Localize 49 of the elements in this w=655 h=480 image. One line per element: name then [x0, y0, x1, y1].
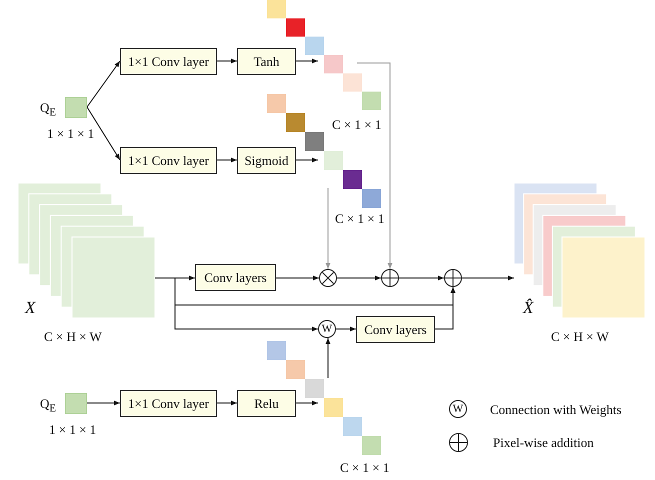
- arrow: [356, 62, 392, 270]
- arrow: [326, 338, 330, 378]
- process-box: 1×1 Conv layer: [120, 48, 217, 75]
- arrow: [86, 106, 120, 160]
- arrow: [296, 58, 318, 64]
- legend-text: Connection with Weights: [490, 402, 622, 418]
- embedding-square: [65, 97, 87, 118]
- addition-operator: [381, 269, 399, 287]
- process-box: Tanh: [237, 48, 296, 75]
- multiply-operator: [319, 269, 337, 287]
- arrow: [336, 276, 382, 280]
- feature-map-stack: [18, 183, 155, 318]
- variable-label: X: [25, 298, 36, 318]
- arrow: [154, 278, 318, 332]
- arrow: [336, 326, 356, 332]
- arrow: [276, 276, 320, 280]
- dimension-label: C × 1 × 1: [340, 460, 390, 476]
- arrow: [326, 188, 330, 270]
- arrow: [216, 58, 238, 64]
- weight-symbol: W: [449, 400, 467, 418]
- process-box: Relu: [237, 390, 296, 417]
- dimension-label: C × H × W: [551, 329, 609, 345]
- arrow: [216, 400, 238, 406]
- process-box: Conv layers: [356, 316, 435, 343]
- variable-label: Q$_{E}$: [40, 396, 56, 415]
- arrow: [398, 276, 444, 280]
- arrow: [296, 158, 318, 162]
- arrow: [86, 60, 120, 108]
- embedding-square: [65, 393, 87, 414]
- dimension-label: C × 1 × 1: [335, 211, 384, 227]
- legend-text: Pixel-wise addition: [493, 435, 594, 451]
- arrow: [462, 276, 514, 280]
- process-box: 1×1 Conv layer: [120, 390, 217, 417]
- process-box: Conv layers: [195, 264, 276, 291]
- feature-map-stack: [514, 183, 645, 318]
- arrow: [296, 400, 318, 406]
- weight-operator: W: [318, 320, 336, 338]
- dimension-label: C × 1 × 1: [332, 117, 382, 133]
- dimension-label: C × H × W: [44, 329, 102, 345]
- process-box: 1×1 Conv layer: [120, 147, 217, 174]
- variable-label: Q$_{E}$: [40, 100, 56, 119]
- arrow: [434, 286, 456, 330]
- process-box: Sigmoid: [237, 147, 296, 174]
- dimension-label: 1 × 1 × 1: [49, 422, 96, 438]
- arrow: [216, 158, 238, 162]
- addition-operator: [444, 269, 462, 287]
- dimension-label: 1 × 1 × 1: [47, 126, 94, 142]
- variable-label: X̂: [523, 298, 534, 318]
- arrow: [86, 400, 120, 406]
